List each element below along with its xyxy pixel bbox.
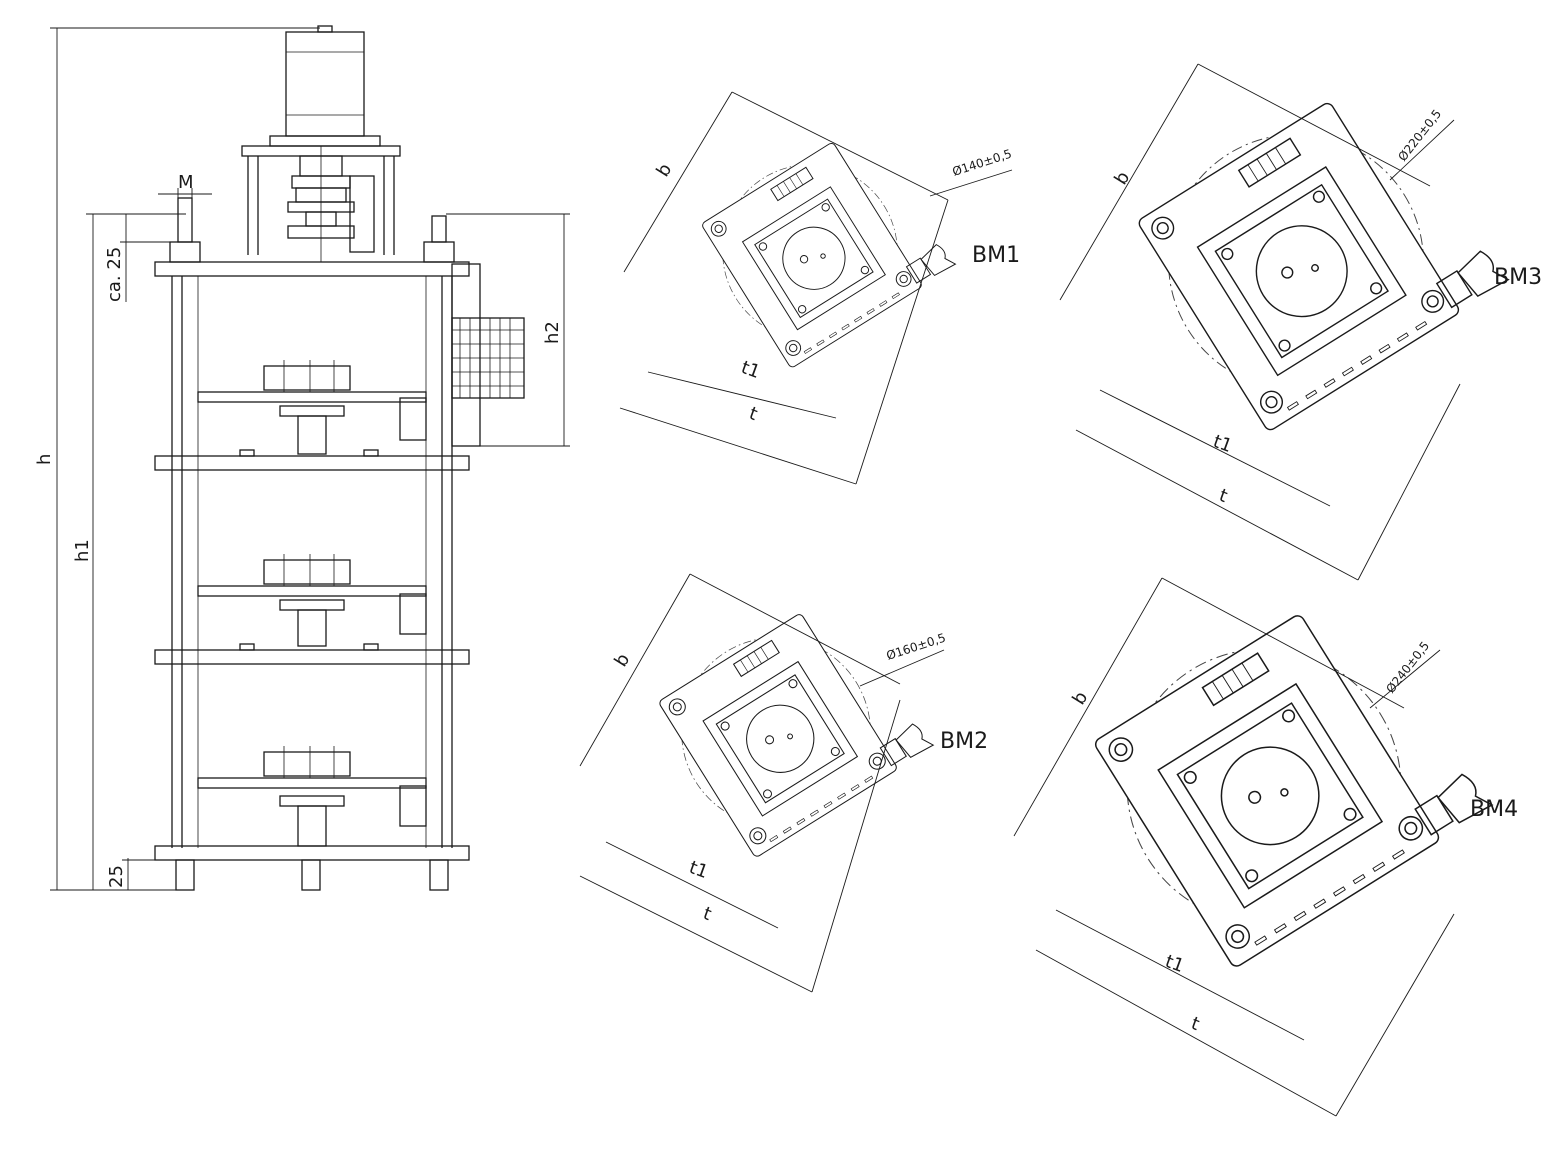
bottom-plate [154, 845, 470, 861]
bm2-dim-t1: t1 [686, 857, 711, 883]
dim-m: M [178, 172, 194, 193]
bm3-dim-t: t [1216, 485, 1230, 507]
bm1-dim-b: b [652, 160, 676, 181]
bm2-dim-t: t [700, 903, 714, 925]
plate-2 [154, 455, 470, 471]
foot-left [175, 859, 195, 891]
bm4-dim-t: t [1188, 1013, 1202, 1035]
front-elevation: h h1 ca. 25 25 h2 M [34, 25, 570, 891]
view-bm2: b t1 t Ø160±0,5 BM2 [579, 573, 988, 993]
upper-frame [241, 145, 401, 262]
top-stud-right [431, 215, 447, 243]
foot-center [301, 859, 321, 891]
top-stud-left [177, 197, 193, 243]
bm1-diameter: Ø140±0,5 [951, 147, 1014, 179]
bm2-diameter: Ø160±0,5 [885, 631, 948, 663]
bm4-label: BM4 [1470, 797, 1518, 822]
view-bm3: b t1 t Ø220±0,5 BM3 [1059, 62, 1542, 581]
bm3-dim-t1: t1 [1210, 431, 1235, 457]
dim-h: h [34, 454, 55, 465]
tier-1 [197, 360, 427, 457]
plate-3 [154, 649, 470, 665]
tier-3 [197, 746, 427, 847]
bm1-dim-t1: t1 [738, 357, 763, 383]
bm1-dims [619, 91, 1013, 485]
view-bm4: b t1 t Ø240±0,5 BM4 [1013, 572, 1518, 1117]
dim-bottom-clearance: 25 [106, 865, 127, 888]
bm3-dim-b: b [1110, 168, 1134, 189]
bm4-diameter: Ø240±0,5 [1383, 639, 1432, 696]
top-plate [154, 261, 470, 277]
bm2-dims [579, 573, 945, 993]
bm3-label: BM3 [1494, 265, 1542, 290]
terminal-block [451, 263, 525, 447]
bm2-dim-b: b [610, 650, 634, 671]
dim-top-clearance: ca. 25 [104, 247, 125, 302]
foot-right [429, 859, 449, 891]
tier-2 [197, 554, 427, 651]
dim-h1: h1 [72, 539, 93, 562]
bm1-label: BM1 [972, 243, 1020, 268]
dimension-lines [50, 27, 570, 891]
bm4-dims [1013, 577, 1455, 1117]
bm1-dim-t: t [746, 403, 760, 425]
bm3-diameter: Ø220±0,5 [1395, 107, 1444, 164]
bm3-dims [1059, 63, 1461, 581]
dim-h2: h2 [542, 321, 563, 344]
view-bm1: b t1 t Ø140±0,5 BM1 [619, 91, 1020, 485]
bm4-dim-t1: t1 [1162, 951, 1187, 977]
bm2-label: BM2 [940, 729, 988, 754]
motor [269, 25, 381, 147]
